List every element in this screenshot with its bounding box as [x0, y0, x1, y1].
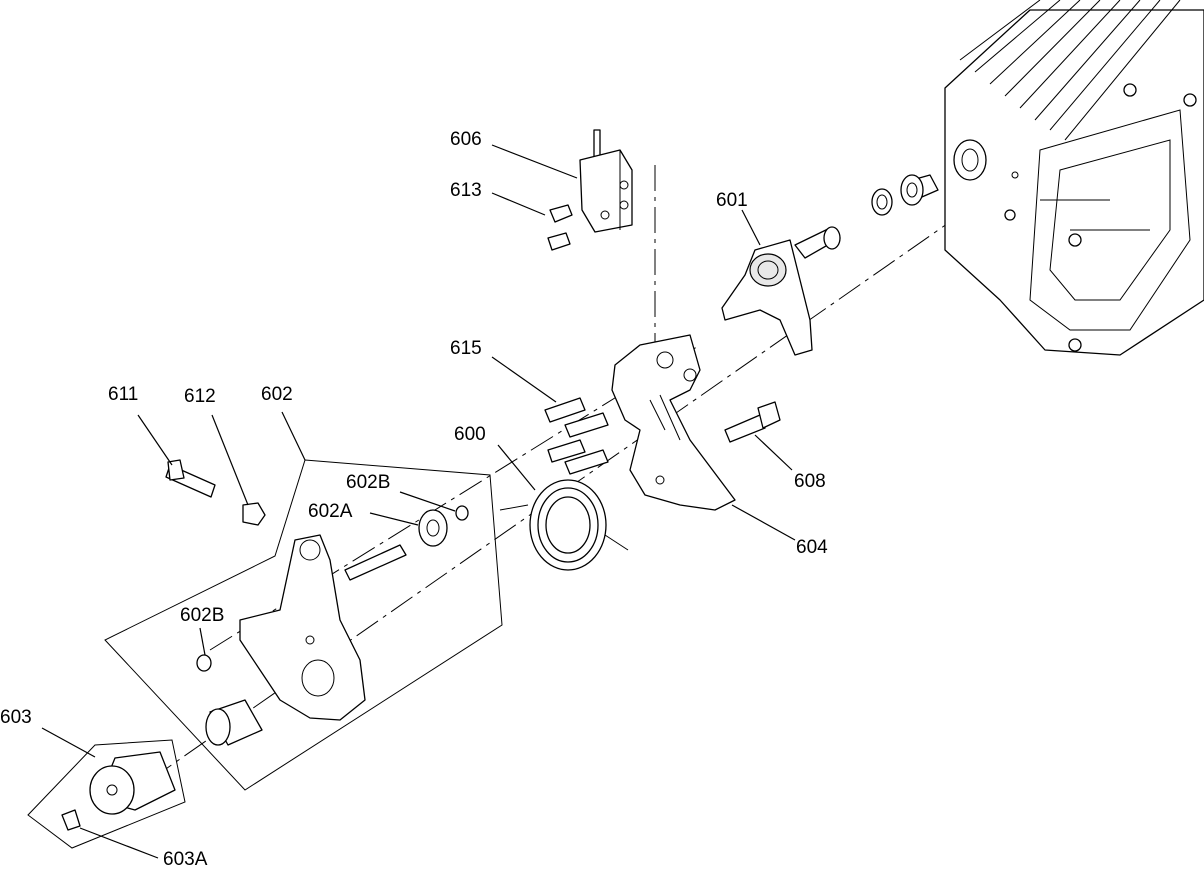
label-606: 606 [450, 129, 482, 150]
nut-612 [242, 502, 266, 526]
label-612: 612 [184, 386, 216, 407]
label-602B-bottom: 602B [180, 605, 224, 626]
transmission-housing [944, 0, 1204, 356]
label-602B-top: 602B [346, 472, 390, 493]
bolt-611 [165, 459, 216, 498]
switch-606 [579, 129, 633, 233]
pin-602 [344, 544, 407, 581]
screws-613 [547, 204, 573, 251]
label-603: 603 [0, 707, 32, 728]
leader-lines [41, 144, 796, 859]
shaft-seal [871, 174, 939, 216]
fitting-603A [61, 809, 81, 831]
label-611: 611 [108, 384, 138, 405]
group-602-outline [104, 459, 503, 791]
label-613: 613 [450, 180, 482, 201]
bushing-602 [205, 699, 263, 746]
label-602A: 602A [308, 501, 353, 522]
group-603-outline [27, 739, 186, 849]
bolt-608 [724, 401, 781, 443]
spring-600 [499, 479, 629, 571]
label-603A: 603A [163, 849, 208, 870]
shaft-lever-601 [721, 226, 841, 356]
washer-602A [418, 509, 448, 547]
label-602: 602 [261, 384, 293, 405]
screws-615 [544, 397, 609, 475]
label-601: 601 [716, 190, 748, 211]
clip-602B-bottom [196, 654, 212, 672]
callout-labels: 606 613 601 615 600 608 604 611 612 602 … [0, 129, 828, 870]
clip-602B-top [455, 505, 469, 521]
label-604: 604 [796, 537, 828, 558]
arm-602 [239, 534, 366, 721]
bracket-604 [611, 334, 736, 511]
label-615: 615 [450, 338, 482, 359]
label-600: 600 [454, 424, 486, 445]
label-608: 608 [794, 471, 826, 492]
hub-603 [89, 751, 176, 815]
